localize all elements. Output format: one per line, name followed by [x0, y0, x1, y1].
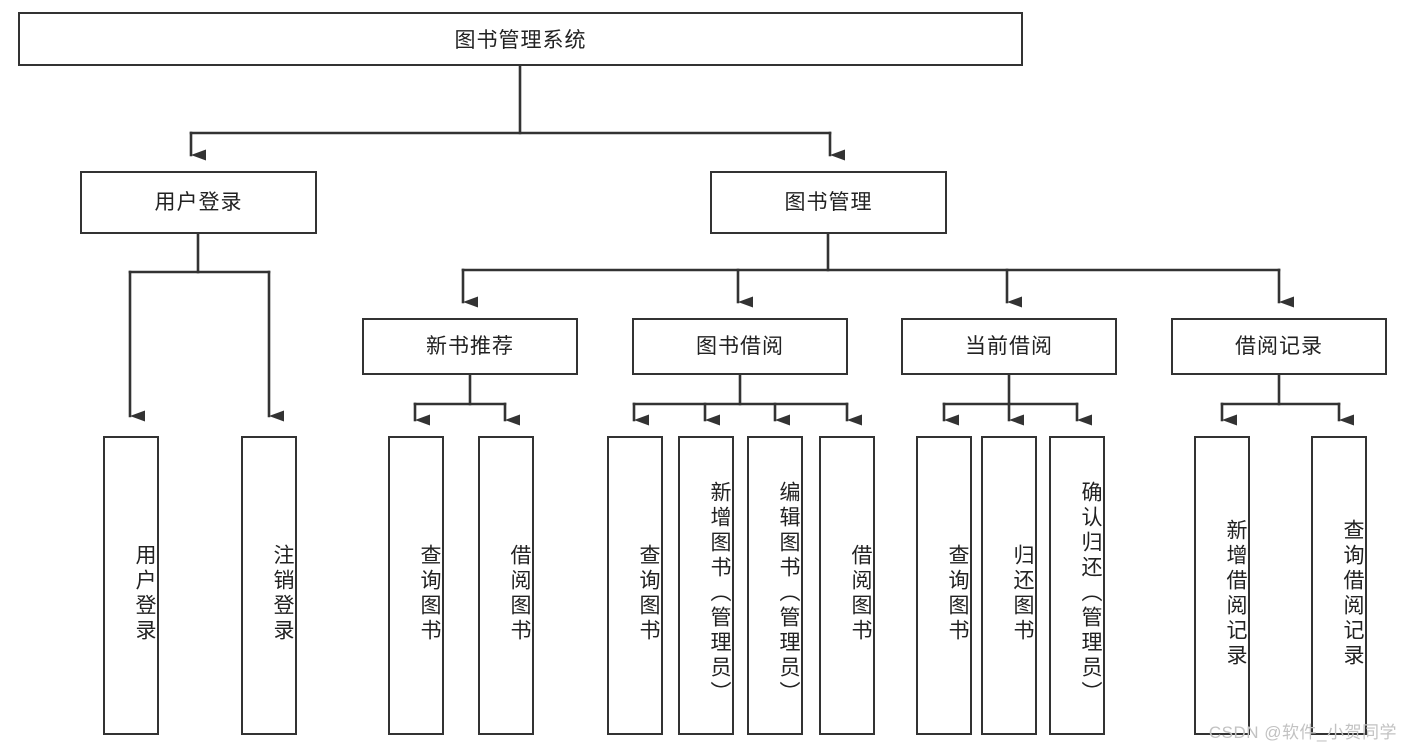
- node-leaf-confirm-return[interactable]: 确认归还（管理员）: [1049, 436, 1105, 735]
- node-leaf-edit-book[interactable]: 编辑图书（管理员）: [747, 436, 803, 735]
- node-leaf-borrow-book-2[interactable]: 借阅图书: [819, 436, 875, 735]
- node-label: 查询图书: [418, 543, 441, 644]
- node-label: 新增图书（管理员）: [708, 481, 731, 706]
- node-label: 归还图书: [1011, 543, 1034, 644]
- node-root-book-management-system[interactable]: 图书管理系统: [18, 12, 1023, 66]
- node-label: 用户登录: [133, 543, 156, 644]
- node-label: 查询图书: [637, 543, 660, 644]
- node-new-book-recommend[interactable]: 新书推荐: [362, 318, 578, 375]
- node-leaf-user-login[interactable]: 用户登录: [103, 436, 159, 735]
- node-leaf-query-book-2[interactable]: 查询图书: [607, 436, 663, 735]
- node-leaf-query-borrow-record[interactable]: 查询借阅记录: [1311, 436, 1367, 735]
- node-label: 借阅图书: [508, 543, 531, 644]
- node-label: 图书管理: [784, 190, 873, 214]
- node-label: 图书管理系统: [454, 29, 587, 52]
- node-book-management[interactable]: 图书管理: [710, 171, 947, 234]
- node-leaf-add-book[interactable]: 新增图书（管理员）: [678, 436, 734, 735]
- node-book-borrow[interactable]: 图书借阅: [632, 318, 848, 375]
- node-leaf-borrow-book-1[interactable]: 借阅图书: [478, 436, 534, 735]
- watermark: CSDN @软件_小贺同学: [1208, 723, 1397, 742]
- node-leaf-query-book-1[interactable]: 查询图书: [388, 436, 444, 735]
- node-label: 新增借阅记录: [1224, 518, 1247, 669]
- node-label: 注销登录: [271, 543, 294, 644]
- node-label: 查询图书: [946, 543, 969, 644]
- node-borrow-record[interactable]: 借阅记录: [1171, 318, 1387, 375]
- node-leaf-query-book-3[interactable]: 查询图书: [916, 436, 972, 735]
- node-label: 图书借阅: [696, 334, 784, 358]
- node-leaf-add-borrow-record[interactable]: 新增借阅记录: [1194, 436, 1250, 735]
- node-user-login[interactable]: 用户登录: [80, 171, 317, 234]
- node-label: 当前借阅: [965, 334, 1053, 358]
- node-leaf-return-book[interactable]: 归还图书: [981, 436, 1037, 735]
- node-label: 新书推荐: [426, 334, 514, 358]
- node-leaf-logout-login[interactable]: 注销登录: [241, 436, 297, 735]
- node-label: 借阅图书: [849, 543, 872, 644]
- node-label: 确认归还（管理员）: [1079, 481, 1102, 706]
- node-label: 借阅记录: [1235, 334, 1323, 358]
- node-current-borrow[interactable]: 当前借阅: [901, 318, 1117, 375]
- node-label: 查询借阅记录: [1341, 518, 1364, 669]
- node-label: 编辑图书（管理员）: [777, 481, 800, 706]
- node-label: 用户登录: [154, 190, 243, 214]
